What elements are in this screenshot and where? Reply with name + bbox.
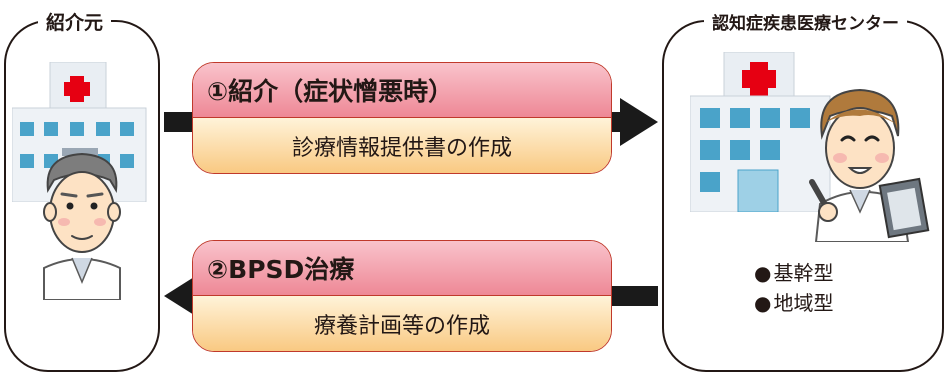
center-type-label: 地域型: [773, 291, 834, 315]
center-type-item: ●地域型: [754, 288, 833, 318]
center-type-list: ●基幹型 ●地域型: [754, 258, 833, 318]
doctor-elder-icon: [43, 152, 121, 300]
dementia-center-title: 認知症疾患医療センター: [704, 9, 907, 34]
bullet-dot: ●: [754, 291, 772, 315]
bpsd-process-heading: ②BPSD治療: [193, 241, 611, 296]
center-type-item: ●基幹型: [754, 258, 833, 288]
referral-process-box: ①紹介（症状憎悪時） 診療情報提供書の作成: [192, 62, 612, 174]
referral-process-heading: ①紹介（症状憎悪時）: [193, 63, 611, 118]
bpsd-process-box: ②BPSD治療 療養計画等の作成: [192, 240, 612, 352]
referral-source-title: 紹介元: [38, 8, 112, 35]
bpsd-process-body: 療養計画等の作成: [193, 296, 611, 351]
bullet-dot: ●: [754, 261, 772, 285]
hospital-building-icon: [690, 52, 831, 212]
referral-process-body: 診療情報提供書の作成: [193, 118, 611, 173]
doctor-clipboard-icon: [809, 88, 930, 242]
center-type-label: 基幹型: [773, 261, 834, 285]
